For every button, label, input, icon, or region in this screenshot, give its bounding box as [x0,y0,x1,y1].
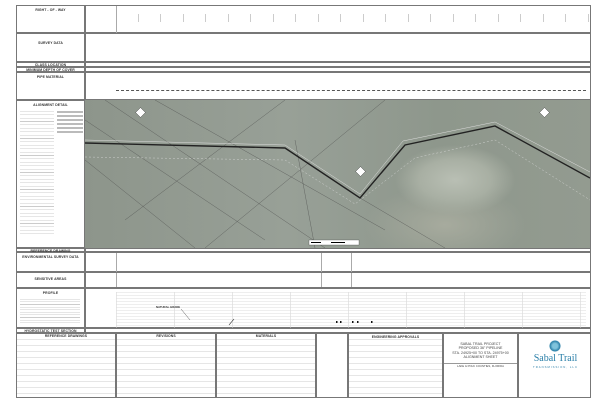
reference-section: REFERENCE DRAWING [16,248,85,253]
pipeline-subtitle: PROPOSED 36" PIPELINE [458,346,503,351]
engineering-approvals-table: ENGINEERING APPROVALS [348,333,443,398]
sensitive-section: SENSITIVE AREAS [16,272,85,288]
project-title: SABAL TRAIL PROJECT [460,342,501,346]
title-block: SABAL TRAIL PROJECT PROPOSED 36" PIPELIN… [443,333,518,398]
alignment-drawing [85,100,590,248]
legend-swatches [57,111,83,135]
min-depth-label: MINIMUM DEPTH OF COVER [26,68,75,72]
profile-grid [116,292,586,328]
survey-band [85,33,591,62]
revisions-title: REVISIONS [117,334,215,338]
logo-subtitle: TRANSMISSION, LLC [533,365,578,369]
pipe-band [85,72,591,100]
row-band [85,5,592,34]
materials-title: MATERIALS [217,334,315,338]
pipe-material-label: PIPE MATERIAL [36,75,65,79]
hydrotest-band [85,328,591,333]
row-section: RIGHT - OF - WAY [16,5,85,33]
sheet-type: ALIGNMENT SHEET [463,355,498,360]
pipe-material-section: PIPE MATERIAL [16,72,85,100]
profile-label: PROFILE [42,291,59,295]
legend-lines [20,111,54,236]
aerial-photo [85,100,590,248]
sensitive-label: SENSITIVE AREAS [34,277,67,281]
profile-section: PROFILE [16,288,85,328]
hydrotest-section: HYDROSTATIC TEST SECTION [16,328,85,333]
marker-icon [539,107,550,118]
pipe-material-line [116,90,586,91]
logo-emblem-icon [549,340,561,352]
env-survey-section: ENVIRONMENTAL SURVEY DATA [16,252,85,272]
reference-band [85,248,591,252]
reference-label: REFERENCE DRAWING [30,249,71,253]
blank-box [316,333,348,398]
revisions-table: REVISIONS [116,333,216,398]
engineering-approvals-title: ENGINEERING APPROVALS [349,335,442,339]
logo-name: Sabal Trail [533,353,578,364]
reference-drawings-table: REFERENCE DRAWINGS [16,333,116,398]
alignment-label: ALIGNMENT DETAIL [33,103,68,107]
survey-section: SURVEY DATA [16,33,85,62]
profile-band: NATURAL GRADE [85,288,591,328]
natural-grade-label: NATURAL GRADE [156,305,181,309]
materials-table: MATERIALS [216,333,316,398]
min-depth-section: MINIMUM DEPTH OF COVER [16,67,85,72]
hydrotest-label: HYDROSTATIC TEST SECTION [24,329,77,333]
class-location-label: CLASS LOCATION [34,63,67,67]
station-range: STA. 24925+00 TO STA. 24975+00 [452,350,509,355]
depth-band [85,67,591,72]
class-location-section: CLASS LOCATION [16,62,85,67]
survey-label: SURVEY DATA [38,41,63,45]
env-survey-label: ENVIRONMENTAL SURVEY DATA [22,255,79,259]
marker-icon [355,166,366,177]
marker-icon [135,107,146,118]
alignment-section: ALIGNMENT DETAIL [16,100,85,248]
pipeline-centerline [85,125,590,199]
env-band [85,252,591,289]
profile-notes [20,299,80,324]
class-band [85,62,591,67]
logo-block: Sabal Trail TRANSMISSION, LLC [518,333,591,398]
sensitive-band [85,272,591,288]
profile-drawing [180,308,373,326]
row-label: RIGHT - OF - WAY [35,8,66,12]
row-boxes [116,14,592,22]
location-text: LAKE & POLK COUNTIES, FLORIDA [444,362,517,368]
reference-drawings-title: REFERENCE DRAWINGS [17,334,115,338]
